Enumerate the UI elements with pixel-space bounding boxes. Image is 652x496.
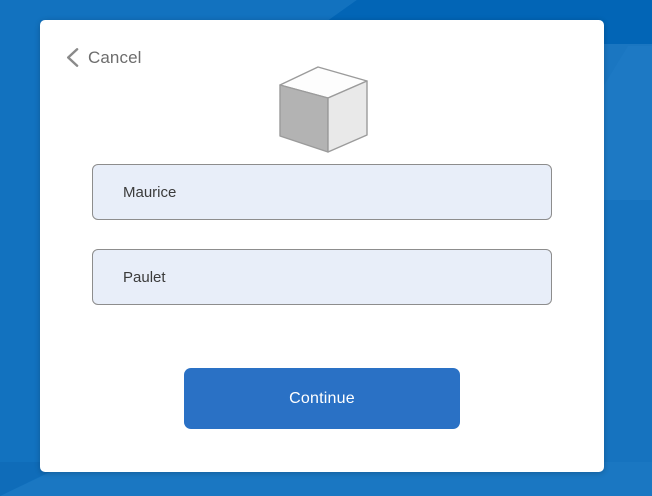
cancel-button[interactable]: Cancel [66,48,142,67]
primary-action-container: Continue [40,368,604,429]
chevron-left-icon [67,48,79,67]
dialog-card: Cancel Continue [40,20,604,472]
cube-icon [279,66,368,153]
continue-button[interactable]: Continue [184,368,460,429]
last-name-input[interactable] [92,249,552,305]
form-fields [92,164,552,305]
first-name-input[interactable] [92,164,552,220]
artwork-container [40,64,604,156]
cancel-label: Cancel [88,48,142,67]
